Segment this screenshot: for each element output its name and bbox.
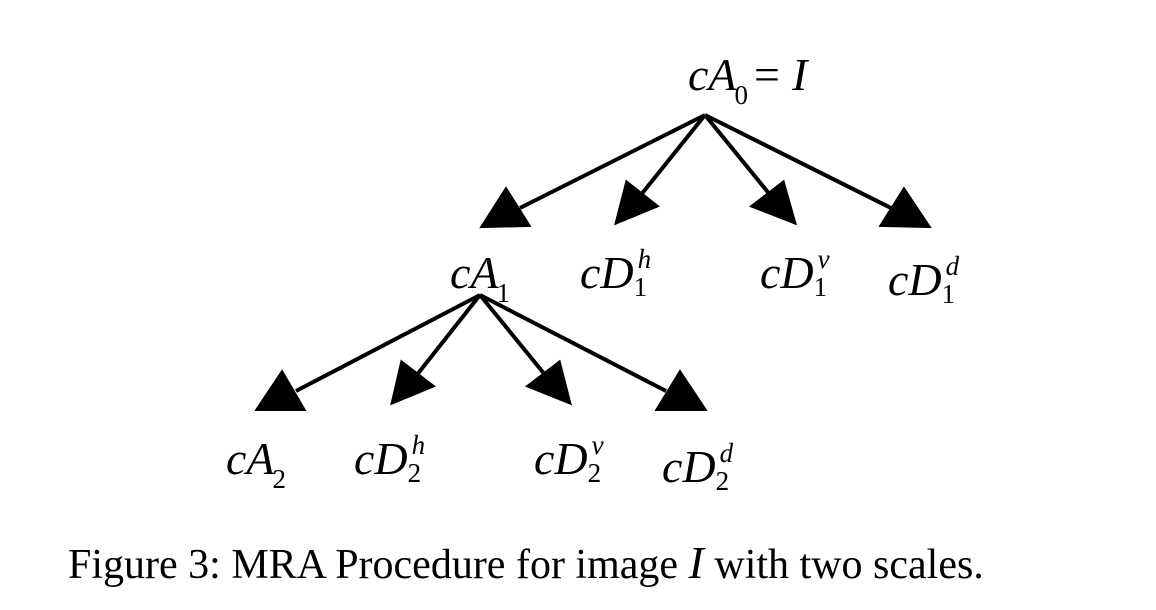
node-subscript: 1	[941, 279, 956, 309]
arrowhead	[390, 359, 436, 406]
node-base: cD	[580, 247, 634, 298]
node-subscript: 1	[813, 272, 828, 302]
node-base: cD	[760, 247, 814, 298]
node-base: cA	[450, 247, 499, 298]
arrow-ca1-to-cd2d	[479, 293, 667, 393]
node-base: cA	[226, 433, 275, 484]
arrowhead	[614, 179, 660, 226]
arrow-root-to-cd1d	[704, 113, 892, 210]
node-superscript: h	[637, 244, 652, 274]
node-superscript: v	[591, 430, 604, 460]
arrowhead	[654, 369, 708, 411]
arrow-root-to-cd1v	[703, 113, 773, 198]
arrow-ca1-to-ca2	[295, 293, 481, 393]
node-base: cD	[888, 254, 942, 305]
arrowhead	[254, 369, 307, 411]
node-superscript: h	[411, 430, 426, 460]
arrowhead	[878, 186, 932, 229]
node-ca2: cA2	[226, 433, 286, 493]
caption-variable: I	[688, 537, 704, 588]
equals-sign: =	[754, 49, 780, 100]
node-subscript: 2	[587, 458, 602, 488]
node-base: cD	[354, 433, 408, 484]
node-subscript: 2	[407, 458, 422, 488]
root-node: cA0=I	[688, 49, 808, 109]
image-variable: I	[791, 49, 808, 100]
caption-prefix: Figure 3: MRA Procedure for image	[68, 542, 689, 588]
node-subscript: 2	[272, 464, 287, 494]
arrow-ca1-to-cd2v	[478, 293, 548, 378]
root-base: cA	[688, 49, 737, 100]
node-ca1: cA1	[450, 247, 510, 307]
figure-caption: Figure 3: MRA Procedure for image I with…	[68, 536, 984, 589]
caption-suffix: with two scales.	[703, 542, 984, 588]
node-superscript: d	[719, 438, 734, 468]
node-base: cD	[662, 441, 716, 492]
arrow-ca1-to-cd2h	[414, 293, 482, 378]
node-base: cD	[534, 433, 588, 484]
root-subscript: 0	[734, 80, 749, 110]
arrowhead	[524, 359, 572, 406]
arrowhead	[479, 186, 532, 229]
arrow-root-to-ca1	[519, 113, 706, 210]
node-subscript: 1	[633, 272, 648, 302]
node-superscript: v	[817, 244, 830, 274]
node-subscript: 2	[715, 466, 730, 496]
arrowhead	[748, 179, 798, 226]
node-superscript: d	[945, 251, 960, 281]
arrow-root-to-cd1h	[638, 113, 707, 198]
node-subscript: 1	[496, 278, 511, 308]
